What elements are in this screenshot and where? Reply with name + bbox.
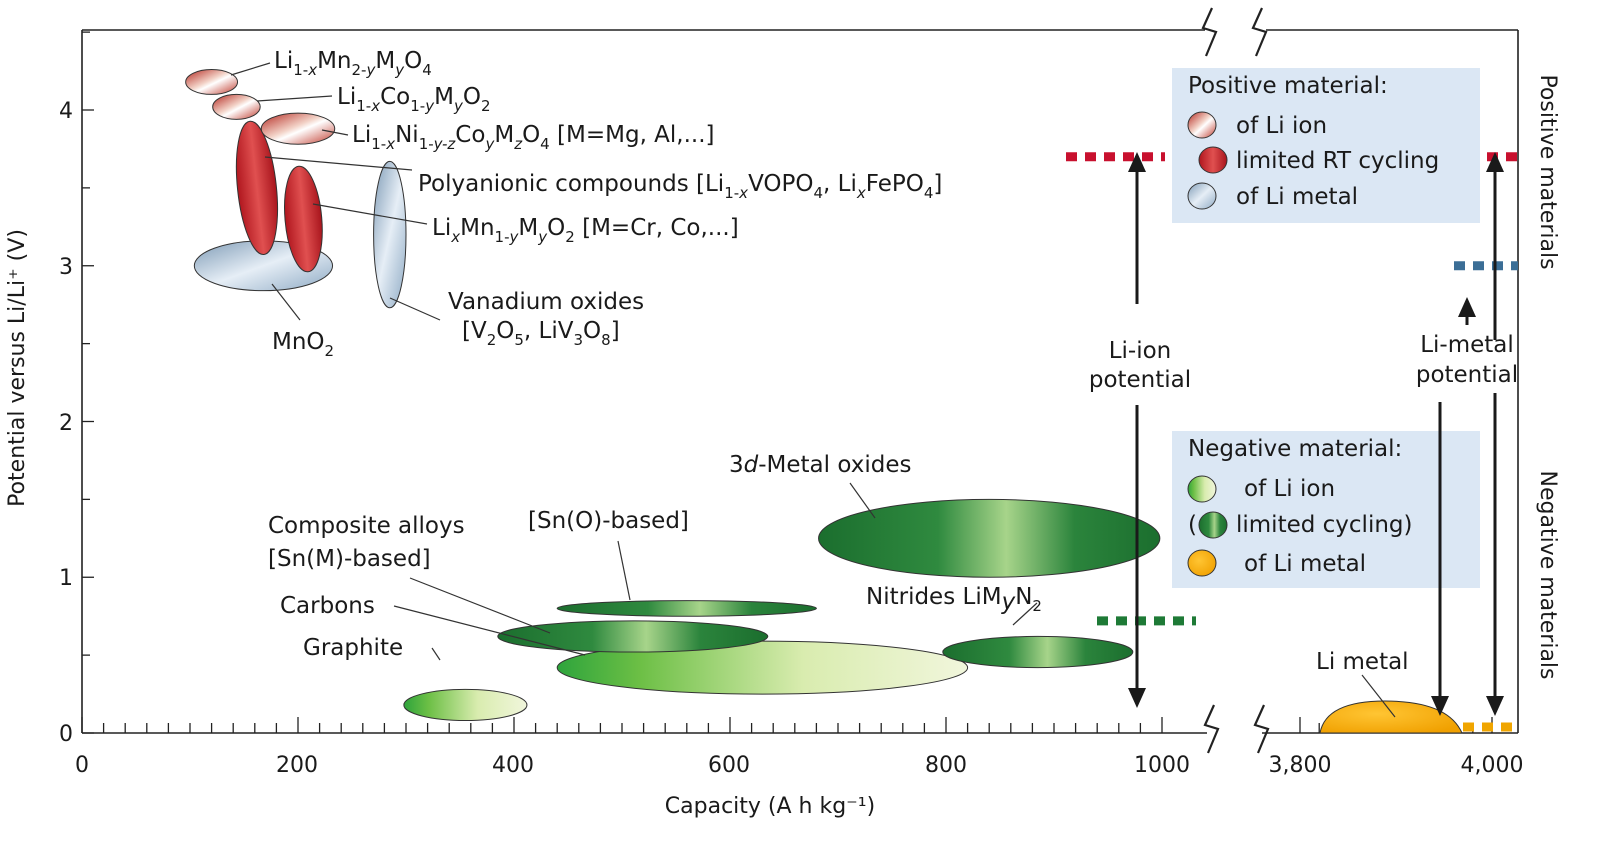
x-tick-label: 400 — [492, 753, 534, 778]
legend-swatch — [1187, 475, 1217, 503]
right-label-negative: Negative materials — [1535, 470, 1560, 679]
break-top-2 — [1251, 7, 1268, 57]
potential-levels — [1066, 152, 1518, 732]
label-composite: Composite alloys — [268, 513, 465, 539]
legend-swatch — [1198, 146, 1228, 174]
label-liion-potential: potential — [1089, 367, 1191, 393]
legend-item: of Li metal — [1244, 551, 1366, 577]
region-sno — [556, 600, 817, 617]
y-tick-labels: 0 1 2 3 4 — [59, 99, 73, 747]
y-tick-label: 3 — [59, 255, 73, 280]
y-tick-label: 4 — [59, 99, 73, 124]
legend-item: of Li ion — [1236, 113, 1327, 139]
material-regions — [185, 69, 1161, 722]
region-metaloxides — [818, 498, 1161, 578]
label-limetal-potential: potential — [1416, 362, 1518, 388]
legend-item: limited RT cycling — [1236, 148, 1439, 174]
ticks — [81, 31, 1493, 734]
region-polyanionic — [235, 120, 279, 256]
label-graphite: Graphite — [303, 635, 403, 661]
legend-negative: Negative material: of Li ion ( limited c… — [1172, 431, 1480, 588]
legend-item: limited cycling) — [1236, 512, 1413, 538]
legend-swatch — [1187, 549, 1217, 577]
region-limno2 — [284, 165, 323, 273]
region-lini — [260, 112, 336, 145]
legend-swatch — [1187, 111, 1217, 139]
label-li-metal: Li metal — [1316, 649, 1409, 675]
label-mno2: MnO2 — [272, 329, 334, 360]
arrowhead — [1431, 696, 1449, 716]
right-label-positive: Positive materials — [1535, 74, 1560, 269]
axes — [81, 29, 1519, 734]
arrowhead — [1486, 152, 1504, 172]
x-tick-label: 600 — [708, 753, 750, 778]
axis-breaks — [1201, 7, 1270, 754]
label-limno2: LixMn1-yMyO2 [M=Cr, Co,...] — [432, 215, 739, 246]
x-tick-label: 4,000 — [1461, 753, 1524, 778]
leader-lines — [230, 62, 1396, 718]
x-tick-label: 0 — [75, 753, 89, 778]
y-tick-label: 1 — [59, 566, 73, 591]
label-liion-potential: Li-ion — [1109, 338, 1172, 364]
x-tick-label: 800 — [925, 753, 967, 778]
region-graphite — [403, 688, 528, 722]
label-limn2o4: Li1-xMn2-yMyO4 — [274, 48, 432, 79]
legend-item: of Li metal — [1236, 184, 1358, 210]
arrowhead — [1128, 688, 1146, 708]
break-bottom-2 — [1253, 704, 1270, 754]
label-vanadium-formula: [V2O5, LiV3O8] — [462, 318, 620, 349]
break-bottom-1 — [1203, 704, 1220, 754]
legend-swatch — [1198, 511, 1228, 539]
label-lini: Li1-xNi1-y-zCoyMzO4 [M=Mg, Al,...] — [352, 122, 715, 153]
y-axis-title: Potential versus Li/Li⁺ (V) — [5, 229, 30, 507]
legend-positive: Positive material: of Li ion limited RT … — [1172, 68, 1480, 223]
x-axis-title: Capacity (A h kg⁻¹) — [665, 794, 875, 819]
region-licoo2 — [212, 93, 261, 120]
break-top-1 — [1201, 7, 1218, 57]
region-limn2o4 — [185, 69, 239, 95]
x-tick-label: 3,800 — [1269, 753, 1332, 778]
x-tick-label: 1000 — [1134, 753, 1190, 778]
arrows — [1128, 152, 1504, 716]
label-vanadium: Vanadium oxides — [448, 289, 644, 315]
legend-negative-title: Negative material: — [1188, 436, 1402, 462]
label-nitrides: Nitrides LiMyN2 — [866, 584, 1042, 615]
arrowhead — [1486, 696, 1504, 716]
region-composite — [497, 620, 769, 653]
arrowhead — [1458, 297, 1476, 317]
legend-swatch — [1187, 182, 1217, 210]
label-metal-oxides: 3d-Metal oxides — [729, 452, 911, 478]
legend-negative-bg — [1172, 431, 1480, 588]
label-licoo2: Li1-xCo1-yMyO2 — [337, 84, 490, 115]
legend-paren: ( — [1188, 512, 1197, 538]
label-polyanionic: Polyanionic compounds [Li1-xVOPO4, LixFe… — [418, 171, 942, 202]
label-limetal-potential: Li-metal — [1420, 332, 1514, 358]
y-tick-label: 0 — [59, 722, 73, 747]
label-composite-sub: [Sn(M)-based] — [268, 546, 431, 572]
legend-item: of Li ion — [1244, 476, 1335, 502]
region-vanadium — [373, 160, 407, 309]
legend-positive-title: Positive material: — [1188, 73, 1388, 99]
x-tick-label: 200 — [276, 753, 318, 778]
label-carbons: Carbons — [280, 593, 375, 619]
li-metal-region — [1319, 700, 1463, 734]
region-nitrides — [942, 635, 1134, 669]
x-tick-labels: 0 200 400 600 800 1000 3,800 4,000 — [75, 753, 1523, 778]
legend-positive-bg — [1172, 68, 1480, 223]
label-sno: [Sn(O)-based] — [528, 508, 689, 534]
y-tick-label: 2 — [59, 411, 73, 436]
arrowhead — [1128, 152, 1146, 172]
